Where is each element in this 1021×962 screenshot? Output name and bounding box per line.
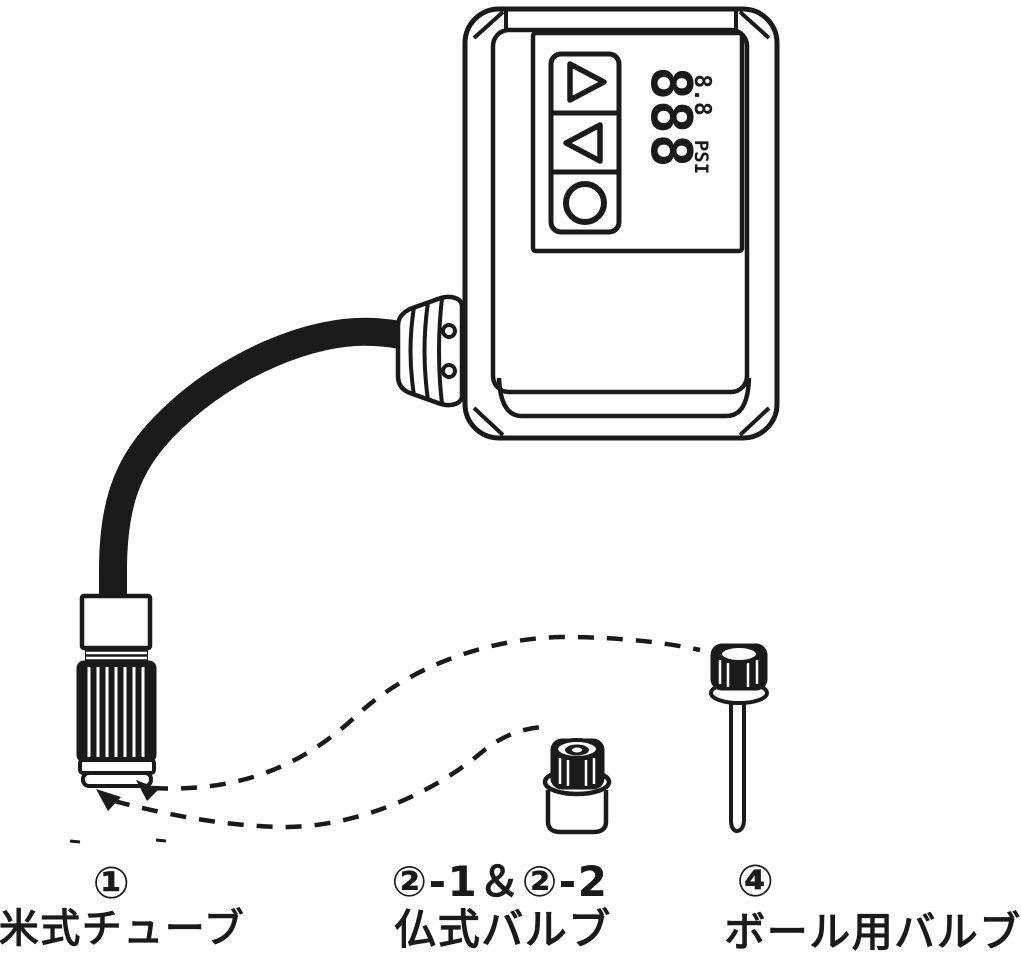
display-value-large: 888	[638, 66, 703, 167]
needle-shaft	[729, 700, 746, 834]
button-column	[548, 51, 622, 235]
button-dividers	[551, 110, 619, 175]
arrowhead-upper	[136, 780, 159, 801]
hose-chuck	[76, 593, 157, 788]
chuck-collar	[79, 593, 153, 651]
label4-number: ④	[737, 856, 776, 907]
stray-dashes	[69, 838, 167, 844]
hose-connector	[395, 294, 465, 408]
display-value-small: 8.8	[689, 74, 715, 116]
label-item4: ④ ボール用バルブ	[724, 856, 1021, 956]
label1-text: 米式チューブ	[0, 906, 245, 952]
ball-needle-adapter	[709, 643, 769, 834]
triangle-left-icon	[563, 122, 603, 164]
label2-text: 仏式バルブ	[394, 905, 612, 954]
circle-icon	[563, 181, 607, 225]
connector-body	[395, 294, 465, 408]
connector-knob-bottom	[441, 363, 457, 379]
label-item2: ②-1＆②-2 仏式バルブ	[392, 857, 612, 954]
presta-valve-adapter	[542, 738, 612, 835]
label4-text: ボール用バルブ	[724, 908, 1021, 956]
adapter-hole-center	[572, 747, 582, 753]
chuck-thread-lines	[86, 651, 147, 660]
adapter-knurl-stripes	[558, 758, 596, 786]
dashed-curve-to-presta-adapter	[113, 724, 549, 830]
display-unit: PSI	[690, 140, 712, 174]
pressure-display: 888 8.8 PSI	[638, 66, 715, 174]
chuck-knurl-stripes	[87, 667, 145, 757]
dashed-connectors	[69, 634, 701, 844]
bottom-band-line	[496, 377, 752, 419]
label1-number: ①	[93, 858, 132, 909]
dashed-curve-to-ball-valve	[151, 634, 701, 791]
triangle-right-icon	[567, 61, 607, 103]
top-face-lines	[504, 10, 738, 31]
bezel-corner-lines	[472, 10, 771, 437]
adapter-body-cylinder	[545, 790, 609, 835]
needle-knurl-stripes	[718, 660, 759, 687]
chuck-ring-2	[81, 771, 153, 788]
label-item1: ① 米式チューブ	[0, 858, 245, 952]
needle-top-ellipse	[718, 644, 760, 664]
connector-knob-top	[441, 323, 457, 339]
arrowhead-lower	[96, 789, 121, 811]
label2-number: ②-1＆②-2	[392, 857, 609, 906]
connector-ribs	[408, 297, 444, 405]
